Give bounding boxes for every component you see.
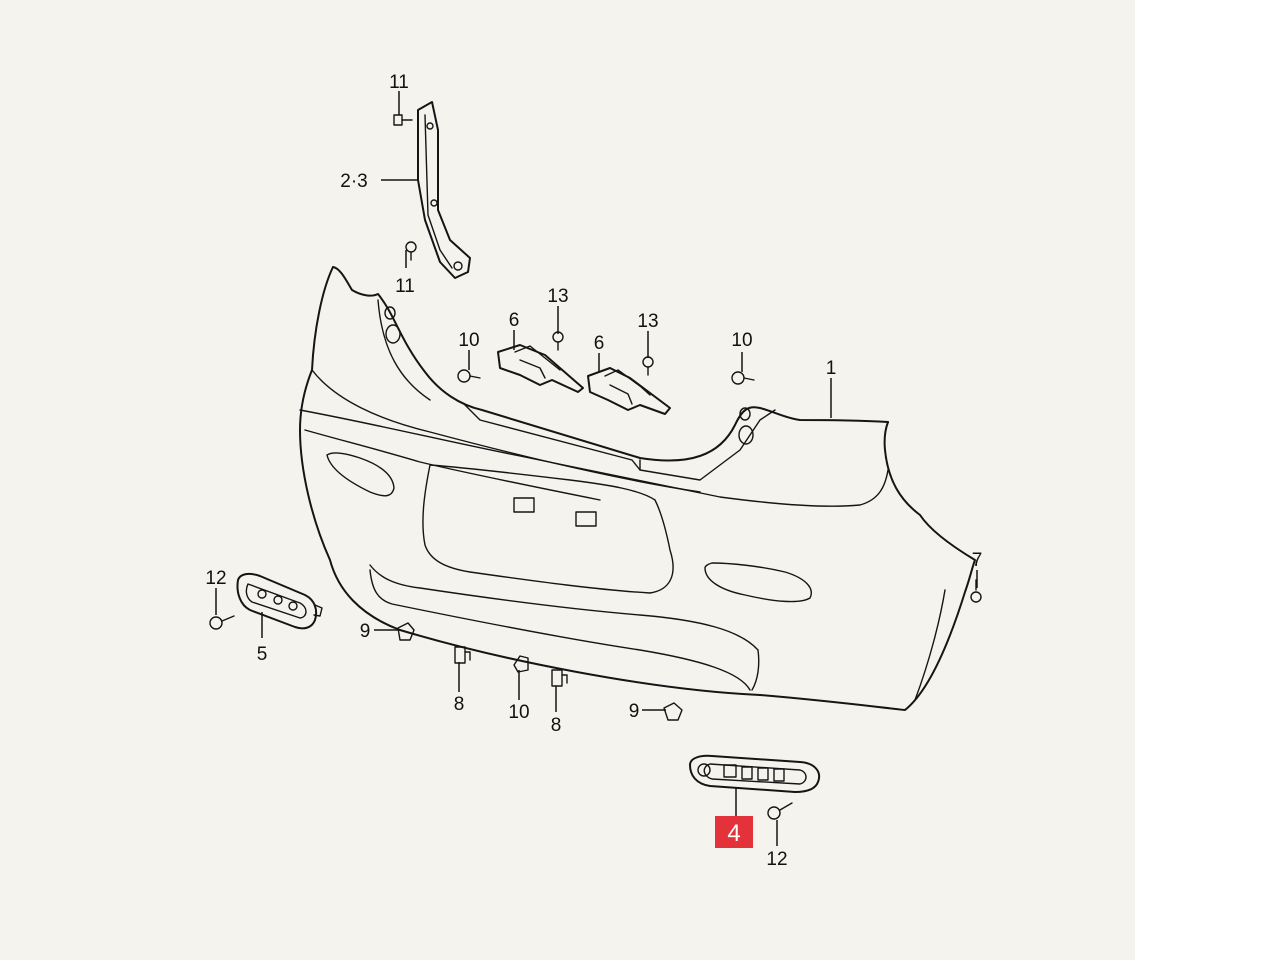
callout-2-3: 2·3: [340, 171, 367, 192]
callout-10-right: 10: [731, 330, 752, 351]
callout-5: 5: [257, 644, 268, 665]
part-5-left-reflector: [236, 572, 323, 630]
callout-12-left: 12: [205, 568, 226, 589]
callout-12-right: 12: [766, 849, 787, 870]
highlighted-part-4-callout[interactable]: 4: [715, 816, 753, 848]
callout-8-right: 8: [551, 715, 562, 736]
part-6-retainer-left: [497, 344, 584, 393]
screw-7: [970, 579, 982, 603]
callout-11-mid: 11: [395, 276, 415, 297]
callout-9-right: 9: [629, 701, 640, 722]
highlight-box: [715, 816, 753, 848]
screw-13-left: [552, 331, 564, 351]
callout-11-top: 11: [389, 72, 409, 93]
callout-13-right: 13: [637, 311, 658, 332]
part-4-right-reflector: [689, 754, 820, 793]
callout-6-left: 6: [509, 310, 520, 331]
callout-13-left: 13: [547, 286, 568, 307]
bolt-11-mid: [405, 241, 417, 261]
leader-lines: [215, 91, 978, 846]
callout-10-left: 10: [458, 330, 479, 351]
clip-10-right: [731, 371, 755, 385]
screw-13-right: [642, 356, 654, 376]
callout-10-bottom: 10: [508, 702, 529, 723]
callout-9-left: 9: [360, 621, 371, 642]
clip-10-bottom: [513, 655, 529, 673]
screw-12-left: [209, 615, 235, 630]
nut-9-right: [663, 702, 683, 721]
callout-7: 7: [972, 550, 983, 571]
callout-6-right: 6: [594, 333, 605, 354]
part-1-rear-bumper-cover: [299, 266, 976, 711]
clip-8-right: [551, 669, 568, 687]
bolt-11-top: [393, 114, 413, 126]
part-2-3-side-bracket: [417, 101, 471, 279]
callout-1: 1: [826, 358, 837, 379]
clip-8-left: [454, 646, 471, 664]
nut-9-left: [397, 622, 415, 641]
part-6-retainer-right: [587, 367, 671, 415]
callout-4: 4: [727, 820, 740, 847]
screw-12-right: [767, 802, 793, 820]
callout-8-left: 8: [454, 694, 465, 715]
clip-10-left: [457, 369, 481, 383]
